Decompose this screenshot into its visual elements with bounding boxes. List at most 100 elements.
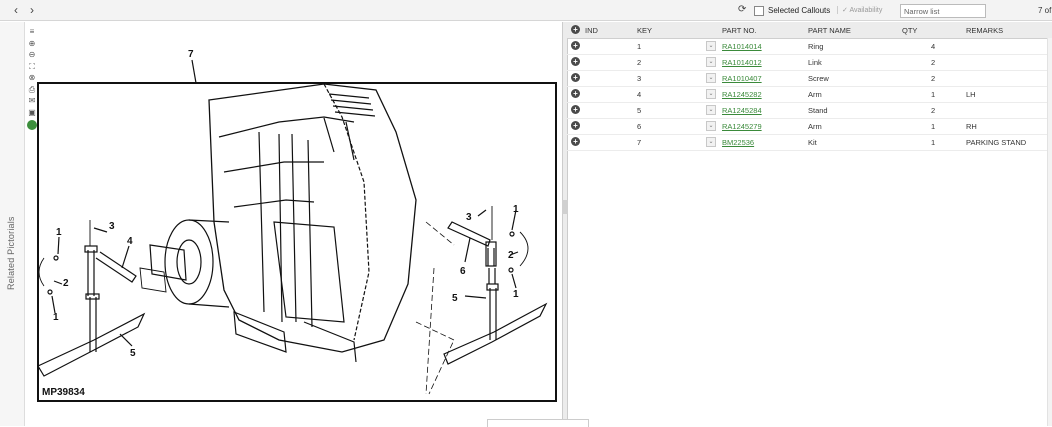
col-key[interactable]: KEY — [637, 26, 653, 35]
add-to-list-icon[interactable]: + — [571, 57, 580, 66]
narrow-list-input[interactable] — [900, 4, 986, 18]
col-qty[interactable]: QTY — [902, 26, 918, 35]
add-to-list-icon[interactable]: + — [571, 73, 580, 82]
cell-qty: 2 — [931, 106, 936, 115]
chevron-down-icon[interactable]: ⌄ — [706, 41, 716, 51]
viewer-toolbar: ≡ ⊕ ⊖ ⛶ ⊗ ⎙ ✉ ▣ — [27, 27, 39, 131]
refresh-icon[interactable]: ⟳ — [738, 4, 747, 15]
status-green-icon[interactable] — [27, 119, 37, 130]
add-all-icon[interactable]: + — [571, 25, 580, 34]
callout-2: 2 — [508, 250, 514, 261]
cell-key: 5 — [637, 106, 642, 115]
callout-1: 1 — [513, 204, 519, 215]
cell-qty: 1 — [931, 138, 936, 147]
part-number-link[interactable]: RA1245282 — [722, 90, 762, 99]
add-to-list-icon[interactable]: + — [571, 121, 580, 130]
cell-part-name: Link — [808, 58, 822, 67]
page-count: 7 of — [1038, 6, 1052, 15]
callout-2: 2 — [63, 278, 69, 289]
part-number-link[interactable]: RA1014014 — [722, 42, 762, 51]
cell-key: 3 — [637, 74, 642, 83]
table-row[interactable]: +6 ⌄ RA1245279 Arm 1 RH — [567, 118, 1052, 135]
related-pictorials-rail[interactable]: Related Pictorials — [0, 22, 25, 426]
table-row[interactable]: +5 ⌄ RA1245284 Stand 2 — [567, 102, 1052, 119]
col-part-name[interactable]: PART NAME — [808, 26, 851, 35]
part-number-link[interactable]: RA1245284 — [722, 106, 762, 115]
cell-remarks: PARKING STAND — [966, 138, 1027, 147]
pictorial-viewer: 7 1 3 4 2 1 5 3 1 2 6 5 1 MP39834 — [24, 22, 562, 426]
table-row[interactable]: +2 ⌄ RA1014012 Link 2 — [567, 54, 1052, 71]
bottom-tab[interactable] — [487, 419, 589, 427]
chevron-left-icon[interactable]: ‹ — [14, 3, 18, 17]
add-to-list-icon[interactable]: + — [571, 89, 580, 98]
email-icon[interactable]: ✉ — [28, 96, 36, 105]
cell-part-name: Ring — [808, 42, 824, 51]
callout-1: 1 — [53, 312, 59, 323]
table-row[interactable]: +4 ⌄ RA1245282 Arm 1 LH — [567, 86, 1052, 103]
zoom-in-icon[interactable]: ⊕ — [28, 38, 36, 48]
cell-qty: 1 — [931, 122, 936, 131]
close-circle-icon[interactable]: ⊗ — [28, 73, 36, 82]
splitter-grip[interactable] — [562, 200, 568, 214]
chevron-down-icon[interactable]: ⌄ — [706, 105, 716, 115]
callout-1: 1 — [513, 289, 519, 300]
cell-key: 1 — [637, 42, 642, 51]
callout-5: 5 — [452, 293, 458, 304]
diagram-frame — [37, 82, 557, 402]
chevron-right-icon[interactable]: › — [30, 3, 34, 17]
fit-screen-icon[interactable]: ⛶ — [29, 61, 35, 71]
cell-key: 6 — [637, 122, 642, 131]
chevron-down-icon[interactable]: ⌄ — [706, 89, 716, 99]
callout-3: 3 — [466, 212, 472, 223]
part-number-link[interactable]: BM22536 — [722, 138, 755, 147]
parts-diagram: 7 1 3 4 2 1 5 3 1 2 6 5 1 MP39834 — [37, 49, 557, 402]
zoom-out-icon[interactable]: ⊖ — [28, 50, 36, 59]
cell-part-name: Screw — [808, 74, 829, 83]
part-number-link[interactable]: RA1245279 — [722, 122, 762, 131]
table-row[interactable]: +7 ⌄ BM22536 Kit 1 PARKING STAND — [567, 134, 1052, 151]
col-remarks[interactable]: REMARKS — [966, 26, 1004, 35]
selected-callouts-checkbox[interactable] — [754, 6, 764, 16]
cell-remarks: LH — [966, 90, 976, 99]
table-header: + IND KEY PART NO. PART NAME QTY REMARKS — [567, 22, 1052, 39]
print-icon[interactable]: ⎙ — [28, 84, 36, 94]
cell-key: 7 — [637, 138, 642, 147]
chevron-down-icon[interactable]: ⌄ — [706, 121, 716, 131]
part-number-link[interactable]: RA1014012 — [722, 58, 762, 67]
availability-button[interactable]: ✓ Availability — [837, 6, 882, 14]
callout-1: 1 — [56, 227, 62, 238]
related-pictorials-label[interactable]: Related Pictorials — [6, 216, 16, 290]
col-part-no[interactable]: PART NO. — [722, 26, 757, 35]
part-number-link[interactable]: RA1010407 — [722, 74, 762, 83]
callout-7: 7 — [188, 49, 194, 60]
cell-part-name: Kit — [808, 138, 817, 147]
cell-key: 4 — [637, 90, 642, 99]
selected-callouts-label: Selected Callouts — [768, 6, 831, 15]
cell-remarks: RH — [966, 122, 977, 131]
chevron-down-icon[interactable]: ⌄ — [706, 57, 716, 67]
availability-label: Availability — [849, 7, 883, 14]
add-to-list-icon[interactable]: + — [571, 41, 580, 50]
figure-id: MP39834 — [42, 387, 85, 398]
cell-qty: 2 — [931, 58, 936, 67]
callout-3: 3 — [109, 221, 115, 232]
export-icon[interactable]: ▣ — [28, 107, 36, 117]
chevron-down-icon[interactable]: ⌄ — [706, 137, 716, 147]
col-ind[interactable]: IND — [585, 26, 598, 35]
callout-6: 6 — [460, 266, 466, 277]
menu-icon[interactable]: ≡ — [29, 27, 35, 36]
callout-4: 4 — [127, 236, 133, 247]
table-scrollbar[interactable] — [1047, 38, 1052, 426]
cell-part-name: Arm — [808, 90, 822, 99]
parts-table: + IND KEY PART NO. PART NAME QTY REMARKS… — [567, 22, 1052, 426]
cell-part-name: Arm — [808, 122, 822, 131]
add-to-list-icon[interactable]: + — [571, 105, 580, 114]
panel-splitter[interactable] — [562, 22, 568, 426]
chevron-down-icon[interactable]: ⌄ — [706, 73, 716, 83]
add-to-list-icon[interactable]: + — [571, 137, 580, 146]
cell-qty: 1 — [931, 90, 936, 99]
cell-key: 2 — [637, 58, 642, 67]
cell-part-name: Stand — [808, 106, 828, 115]
